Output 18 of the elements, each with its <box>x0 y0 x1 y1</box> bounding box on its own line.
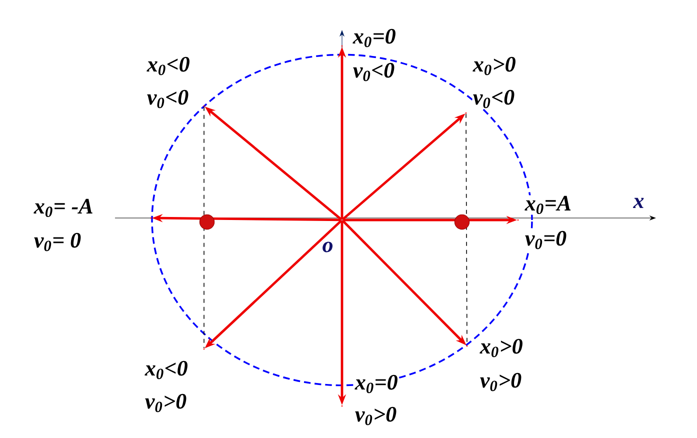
state-label: v$_{0}$<0 <box>146 89 190 109</box>
state-label: x$_{0}$>0 <box>472 56 516 76</box>
origin-label: o <box>322 242 333 252</box>
state-label: v$_{0}$>0 <box>144 393 188 413</box>
state-label: x$_{0}$=0 <box>352 28 396 48</box>
state-label: v$_{0}$<0 <box>472 89 516 109</box>
state-label: v$_{0}$<0 <box>352 62 396 82</box>
state-label: x$_{0}$>0 <box>479 338 524 358</box>
state-label: v$_{0}$>0 <box>479 372 522 392</box>
state-label: x$_{0}$<0 <box>144 360 188 380</box>
axis-label: x <box>633 198 644 208</box>
state-label: x$_{0}$=A <box>524 195 572 215</box>
state-label: v$_{0}$=0 <box>524 230 568 250</box>
state-label: v$_{0}$>0 <box>354 406 398 426</box>
state-label: x$_{0}$=0 <box>354 374 398 394</box>
state-label: x$_{0}$<0 <box>146 56 190 76</box>
state-label: x$_{0}$= -A <box>33 198 94 218</box>
state-label: v$_{0}$= 0 <box>33 232 82 252</box>
